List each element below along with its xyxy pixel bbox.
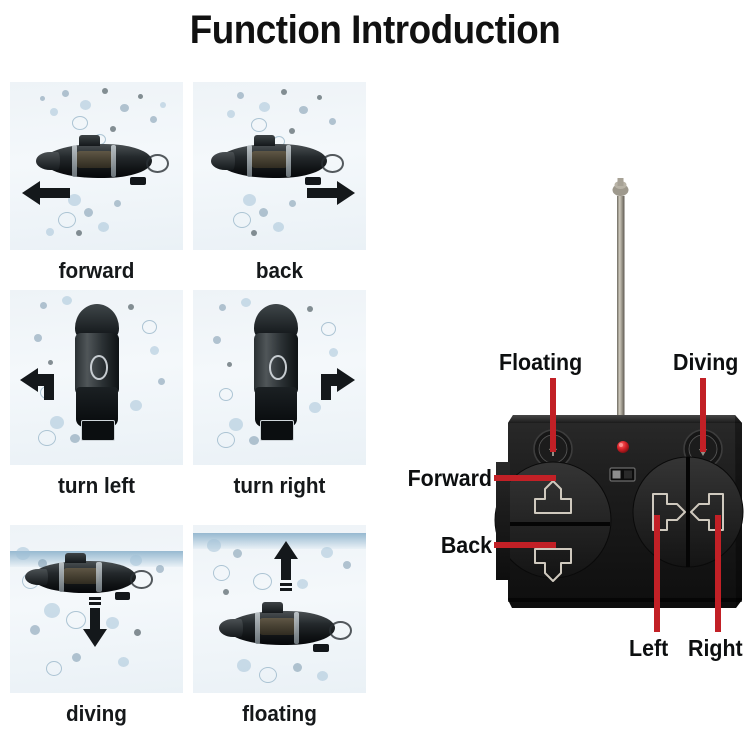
photo-floating (193, 525, 366, 693)
photo-cell-floating: floating (193, 525, 366, 726)
arrow-turn-left-icon (20, 368, 54, 400)
forward-pad[interactable] (534, 480, 572, 514)
arrow-down-icon (83, 597, 107, 647)
submarine-side-view (36, 135, 170, 186)
photo-cell-turn-left: turn left (10, 290, 183, 498)
callout-label-right: Right (688, 635, 743, 661)
photo-label-floating: floating (242, 701, 317, 726)
photo-cell-diving: diving (10, 525, 183, 726)
photo-cell-turn-right: turn right (193, 290, 366, 498)
callout-label-left: Left (629, 635, 669, 661)
power-led (617, 441, 629, 453)
photo-cell-back: back (193, 82, 366, 283)
arrow-left-icon (22, 181, 70, 205)
callout-lines (494, 378, 721, 632)
left-right-pad[interactable] (632, 456, 744, 568)
photo-label-back: back (255, 258, 304, 283)
photo-turn-right (193, 290, 366, 465)
callout-label-floating: Floating (499, 349, 583, 375)
submarine-front-view (245, 304, 307, 441)
water-surface (193, 533, 366, 549)
photo-diving (10, 525, 183, 693)
arrow-up-icon (274, 541, 298, 591)
arrow-right-icon (307, 181, 355, 205)
page-title: Function Introduction (189, 8, 561, 52)
submarine-side-view (211, 135, 345, 186)
right-pad[interactable] (690, 493, 724, 531)
submarine-front-view (66, 304, 128, 441)
photo-grid: forward (10, 82, 370, 742)
photo-forward (10, 82, 183, 250)
submarine-side-view (219, 602, 353, 653)
photo-label-turn-right: turn right (233, 473, 326, 498)
callout-label-diving: Diving (673, 349, 739, 375)
callout-label-forward: Forward (407, 465, 492, 491)
power-switch[interactable] (609, 467, 636, 482)
callout-label-back: Back (440, 532, 492, 558)
arrow-turn-right-icon (321, 368, 355, 400)
photo-cell-forward: forward (10, 82, 183, 283)
photo-back (193, 82, 366, 250)
forward-back-pad[interactable] (494, 461, 612, 582)
photo-label-diving: diving (66, 701, 127, 726)
photo-label-turn-left: turn left (58, 473, 135, 498)
left-pad[interactable] (652, 493, 686, 531)
submarine-side-view (24, 552, 153, 601)
photo-label-forward: forward (58, 258, 135, 283)
back-pad[interactable] (534, 548, 572, 582)
photo-turn-left (10, 290, 183, 465)
antenna (612, 178, 629, 426)
